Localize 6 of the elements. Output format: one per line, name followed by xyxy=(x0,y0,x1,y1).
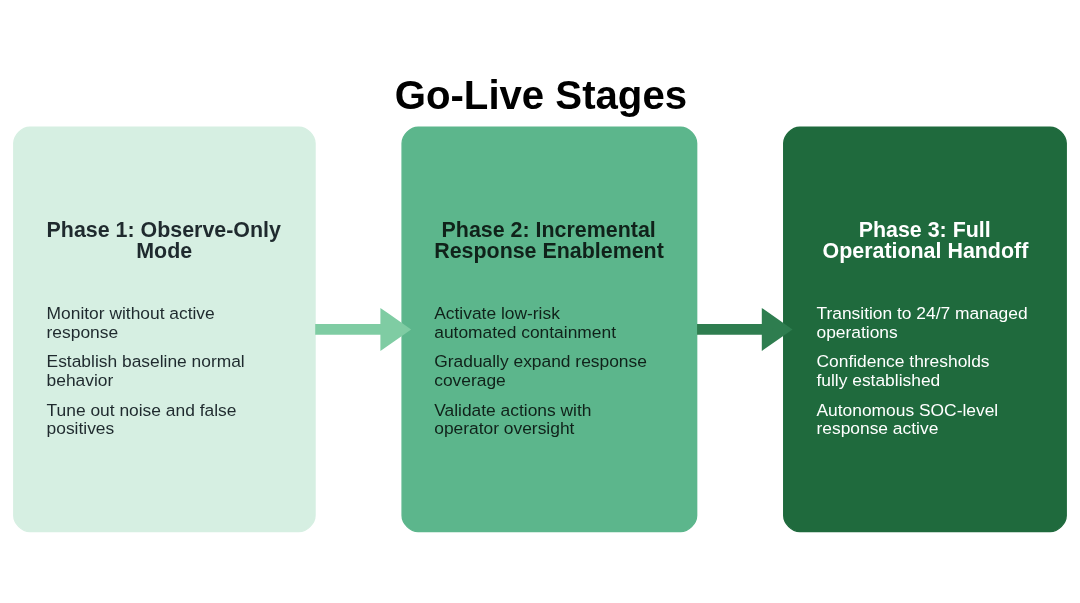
node-box: Phase 3: Full Operational Handoff Transition to 24/7 managed operations Confidence thresholds fully established Autonomous SOC-level response active xyxy=(783,126,1067,532)
arrow xyxy=(697,307,793,351)
diagram-title: Go-Live Stages xyxy=(394,72,688,118)
node-box: Phase 1: Observe-Only Mode Monitor without active response Establish baseline normal behavior Tune out noise and false positives xyxy=(13,126,316,532)
arrow xyxy=(315,307,412,351)
node-box: Phase 2: Incremental Response Enablement Activate low-risk automated containment Gradually expand response coverage Validate actions with operator oversight xyxy=(401,126,698,532)
